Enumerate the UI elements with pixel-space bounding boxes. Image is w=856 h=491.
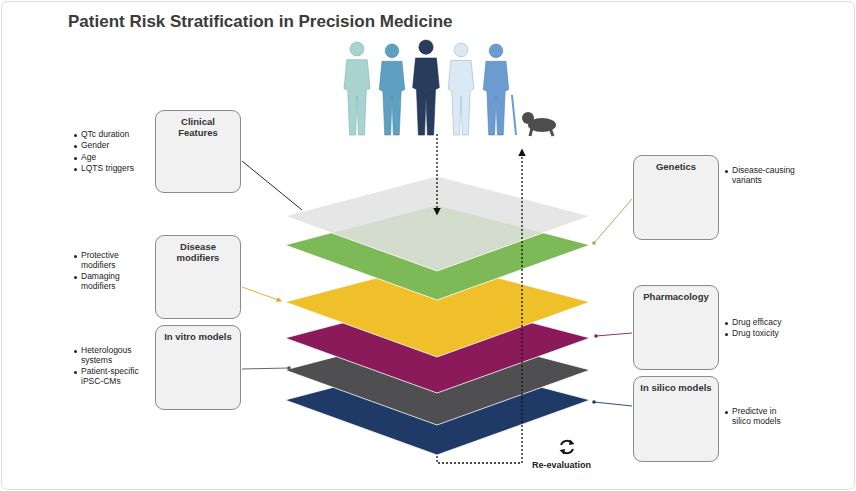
leader-line bbox=[594, 199, 632, 243]
bullet-text: Disease-causing variants bbox=[732, 165, 795, 185]
category-box: Pharmacology bbox=[633, 285, 719, 370]
box-heading: Clinical Features bbox=[160, 117, 236, 139]
loop-label: Re-evaluation bbox=[532, 460, 591, 470]
bullet-dot bbox=[725, 333, 728, 336]
data-layers bbox=[285, 176, 590, 455]
box-heading: In silico models bbox=[638, 383, 714, 394]
bullet-item: Gender bbox=[74, 141, 148, 151]
leader-dot bbox=[287, 366, 291, 370]
bullet-text: Re-evaluation bbox=[532, 460, 591, 470]
cycle-head bbox=[560, 449, 566, 455]
cane bbox=[512, 95, 516, 135]
box-heading: Disease modifiers bbox=[160, 242, 236, 264]
person-head bbox=[489, 44, 503, 58]
bullet-text: Age bbox=[81, 152, 96, 162]
box-heading: In vitro models bbox=[160, 332, 236, 343]
patient-silhouettes bbox=[344, 40, 556, 136]
category-box: Clinical Features bbox=[155, 110, 241, 193]
bullet-text: Drug efficacy bbox=[732, 317, 781, 327]
person-head bbox=[419, 40, 433, 54]
re-evaluation-loop bbox=[437, 150, 522, 463]
bullet-text: LQTS triggers bbox=[81, 163, 134, 173]
bullet-item: Drug efficacy bbox=[725, 318, 809, 328]
category-box: Disease modifiers bbox=[155, 235, 241, 319]
bullet-dot bbox=[74, 276, 77, 279]
bullet-text: Gender bbox=[81, 140, 109, 150]
leader-dot bbox=[594, 334, 598, 338]
bullet-item: Heterologous systems bbox=[74, 346, 144, 366]
bullet-text: Predictve in silico models bbox=[732, 406, 781, 426]
leader-dot bbox=[592, 241, 596, 245]
flow-arrows bbox=[437, 134, 522, 463]
bullet-text: Patient-specific iPSC-CMs bbox=[81, 366, 139, 386]
cycle-head bbox=[569, 440, 575, 446]
bullet-text: Protective modifiers bbox=[81, 250, 119, 270]
bullet-item: Age bbox=[74, 153, 148, 163]
bullet-text: Drug toxicity bbox=[732, 328, 779, 338]
bullet-item: Predictve in silico models bbox=[725, 407, 795, 427]
leader-line bbox=[596, 333, 632, 336]
category-box: In silico models bbox=[633, 376, 719, 462]
box-heading: Pharmacology bbox=[638, 292, 714, 303]
bullet-item: LQTS triggers bbox=[74, 164, 148, 174]
leader-line bbox=[242, 368, 289, 369]
bullet-dot bbox=[74, 134, 77, 137]
bullet-dot bbox=[74, 371, 77, 374]
person-body bbox=[413, 58, 440, 135]
bullet-dot bbox=[74, 145, 77, 148]
bullet-text: Heterologous systems bbox=[81, 345, 132, 365]
bullet-dot bbox=[74, 350, 77, 353]
bullet-dot bbox=[725, 411, 728, 414]
bullet-dot bbox=[725, 322, 728, 325]
baby-head bbox=[522, 112, 534, 124]
bullet-item: Disease-causing variants bbox=[725, 166, 809, 186]
bullet-dot bbox=[725, 170, 728, 173]
person-body bbox=[379, 61, 404, 135]
baby-limbs bbox=[530, 128, 553, 136]
category-box: In vitro models bbox=[155, 325, 241, 410]
leader-line bbox=[594, 402, 632, 406]
person-body bbox=[483, 61, 508, 135]
box-heading: Genetics bbox=[638, 162, 714, 173]
bullet-item: QTc duration bbox=[74, 130, 148, 140]
re-evaluation-icon bbox=[560, 440, 575, 455]
person-body bbox=[448, 60, 474, 135]
bullet-dot bbox=[74, 255, 77, 258]
leader-dot bbox=[592, 400, 596, 404]
bullet-text: Damaging modifiers bbox=[81, 271, 120, 291]
figure-title: Patient Risk Stratification in Precision… bbox=[68, 12, 452, 32]
bullet-item: Drug toxicity bbox=[725, 329, 809, 339]
down-arrow bbox=[436, 134, 437, 214]
person-head bbox=[385, 44, 399, 58]
bullet-item: Patient-specific iPSC-CMs bbox=[74, 367, 144, 387]
leader-line bbox=[242, 161, 302, 210]
bullet-text: QTc duration bbox=[81, 129, 129, 139]
bullet-item: Damaging modifiers bbox=[74, 272, 144, 292]
bullet-dot bbox=[74, 157, 77, 160]
person-head bbox=[350, 42, 364, 56]
category-box: Genetics bbox=[633, 155, 719, 240]
leader-lines bbox=[242, 161, 632, 406]
box-icons bbox=[164, 148, 695, 449]
leader-line bbox=[242, 287, 281, 301]
person-head bbox=[454, 43, 468, 57]
bullet-item: Protective modifiers bbox=[74, 251, 144, 271]
person-body bbox=[344, 60, 370, 135]
bullet-dot bbox=[74, 168, 77, 171]
